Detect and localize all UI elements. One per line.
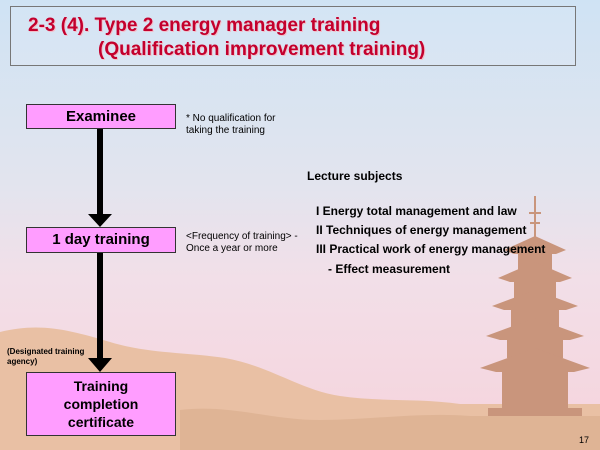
pagoda-silhouette xyxy=(480,196,590,416)
certificate-line: Training xyxy=(73,378,129,394)
examinee-box: Examinee xyxy=(26,104,176,129)
arrow-head-1 xyxy=(88,214,112,227)
certificate-box: Training completion certificate xyxy=(26,372,176,436)
certificate-line: certificate xyxy=(67,414,135,430)
lecture-item: II Techniques of energy management xyxy=(316,223,527,237)
arrow-shaft-1 xyxy=(97,129,103,215)
arrow-shaft-2 xyxy=(97,253,103,359)
lecture-item: - Effect measurement xyxy=(328,262,451,276)
slide-title-line1: 2-3 (4). Type 2 energy manager training xyxy=(28,15,381,36)
certificate-line: completion xyxy=(63,396,139,412)
page-number: 17 xyxy=(579,435,590,445)
slide-title-line2: (Qualification improvement training) xyxy=(98,39,426,60)
qualification-note: * No qualification for taking the traini… xyxy=(186,113,276,136)
agency-note: (Designated training agency) xyxy=(7,347,85,366)
lecture-item: I Energy total management and law xyxy=(316,204,517,218)
title-banner: 2-3 (4). Type 2 energy manager training … xyxy=(10,6,576,66)
hills-foreground xyxy=(180,408,600,450)
frequency-note: <Frequency of training> - Once a year or… xyxy=(186,231,298,254)
arrow-head-2 xyxy=(88,358,112,372)
lecture-item: III Practical work of energy management xyxy=(316,242,546,256)
training-box: 1 day training xyxy=(26,227,176,253)
lecture-subjects-heading: Lecture subjects xyxy=(307,169,403,183)
